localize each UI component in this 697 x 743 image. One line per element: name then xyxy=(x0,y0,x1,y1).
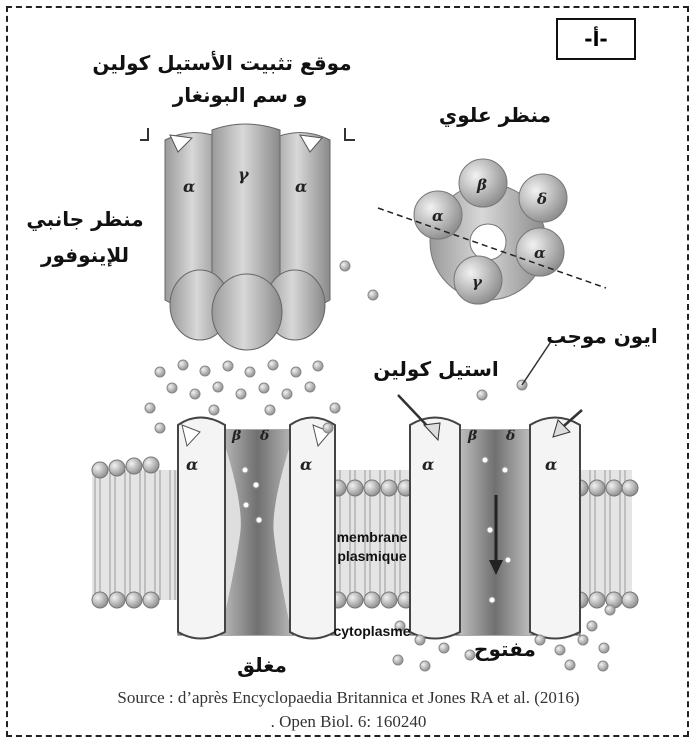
label-side-view-1: منظر جانبي xyxy=(26,207,143,232)
closed-channel: α β δ α xyxy=(178,418,335,639)
label-closed: مغلق xyxy=(237,653,287,677)
source-line-2: . Open Biol. 6: 160240 xyxy=(0,712,697,732)
top-alpha-left: α xyxy=(432,207,444,225)
side-alpha-right: α xyxy=(295,177,307,196)
top-beta: β xyxy=(476,176,487,194)
side-gamma: γ xyxy=(238,165,250,184)
source-line-1: Source : d’après Encyclopaedia Britannic… xyxy=(0,688,697,708)
side-alpha-left: α xyxy=(183,177,195,196)
closed-beta: β xyxy=(231,428,242,444)
label-binding-site-1: موقع تثبيت الأستيل كولين xyxy=(92,50,351,75)
closed-alpha-left: α xyxy=(186,455,198,474)
label-binding-site-2: و سم البونغار xyxy=(172,83,308,107)
label-top-view: منظر علوي xyxy=(439,103,551,128)
open-beta: β xyxy=(467,428,478,444)
closed-alpha-right: α xyxy=(300,455,312,474)
label-side-view-2: للإينوفور xyxy=(40,243,129,267)
top-view-receptor: β δ α α γ xyxy=(378,159,606,304)
side-view-receptor: α γ α xyxy=(140,124,355,350)
label-membrane-1: membrane xyxy=(337,529,408,545)
open-delta: δ xyxy=(505,428,515,444)
open-alpha-left: α xyxy=(422,455,434,474)
open-channel: α β δ α xyxy=(398,395,582,639)
label-open: مفتوح xyxy=(474,637,536,661)
top-alpha-right: α xyxy=(534,244,546,262)
label-acetylcholine: استيل كولين xyxy=(373,357,499,381)
top-delta: δ xyxy=(536,190,547,208)
closed-delta: δ xyxy=(259,428,269,444)
top-gamma: γ xyxy=(472,273,483,291)
open-alpha-right: α xyxy=(545,455,557,474)
label-cytoplasm: cytoplasme xyxy=(333,623,410,639)
label-positive-ion: ايون موجب xyxy=(546,324,657,348)
label-membrane-2: plasmique xyxy=(337,548,406,564)
